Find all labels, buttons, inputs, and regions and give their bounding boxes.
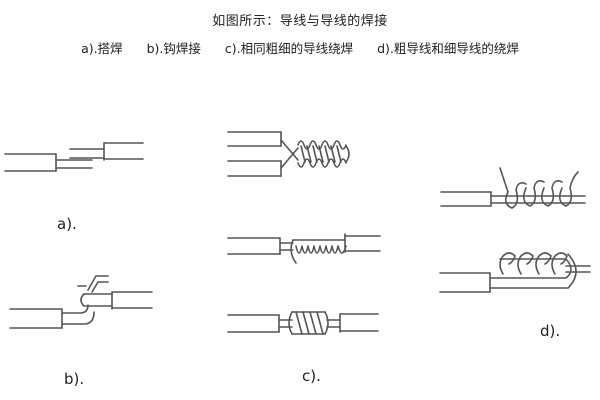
figure-label-c: c). xyxy=(302,367,321,385)
figure-c-wrap-bottom xyxy=(227,311,379,335)
diagram-title: 如图所示：导线与导线的焊接 xyxy=(212,14,388,29)
figure-label-a: a). xyxy=(57,215,77,233)
figure-label-d: d). xyxy=(540,322,561,340)
figure-d-spiral-bottom xyxy=(439,252,591,293)
legend-item-b: b).钩焊接 xyxy=(146,41,201,56)
figure-a-lap-weld xyxy=(4,142,144,172)
figure-d-spiral-top xyxy=(440,167,586,209)
figure-c-wrap-middle xyxy=(227,233,381,264)
figure-b-hook-weld xyxy=(9,275,153,329)
legend-item-c: c).相同粗细的导线绕焊 xyxy=(224,41,354,56)
figure-c-twist-top xyxy=(227,131,350,177)
legend: a).搭焊 b).钩焊接 c).相同粗细的导线绕焊 d).粗导线和细导线的绕焊 xyxy=(0,38,600,57)
legend-item-a: a).搭焊 xyxy=(81,41,123,56)
figure-label-b: b). xyxy=(64,370,85,388)
legend-item-d: d).粗导线和细导线的绕焊 xyxy=(377,41,519,56)
